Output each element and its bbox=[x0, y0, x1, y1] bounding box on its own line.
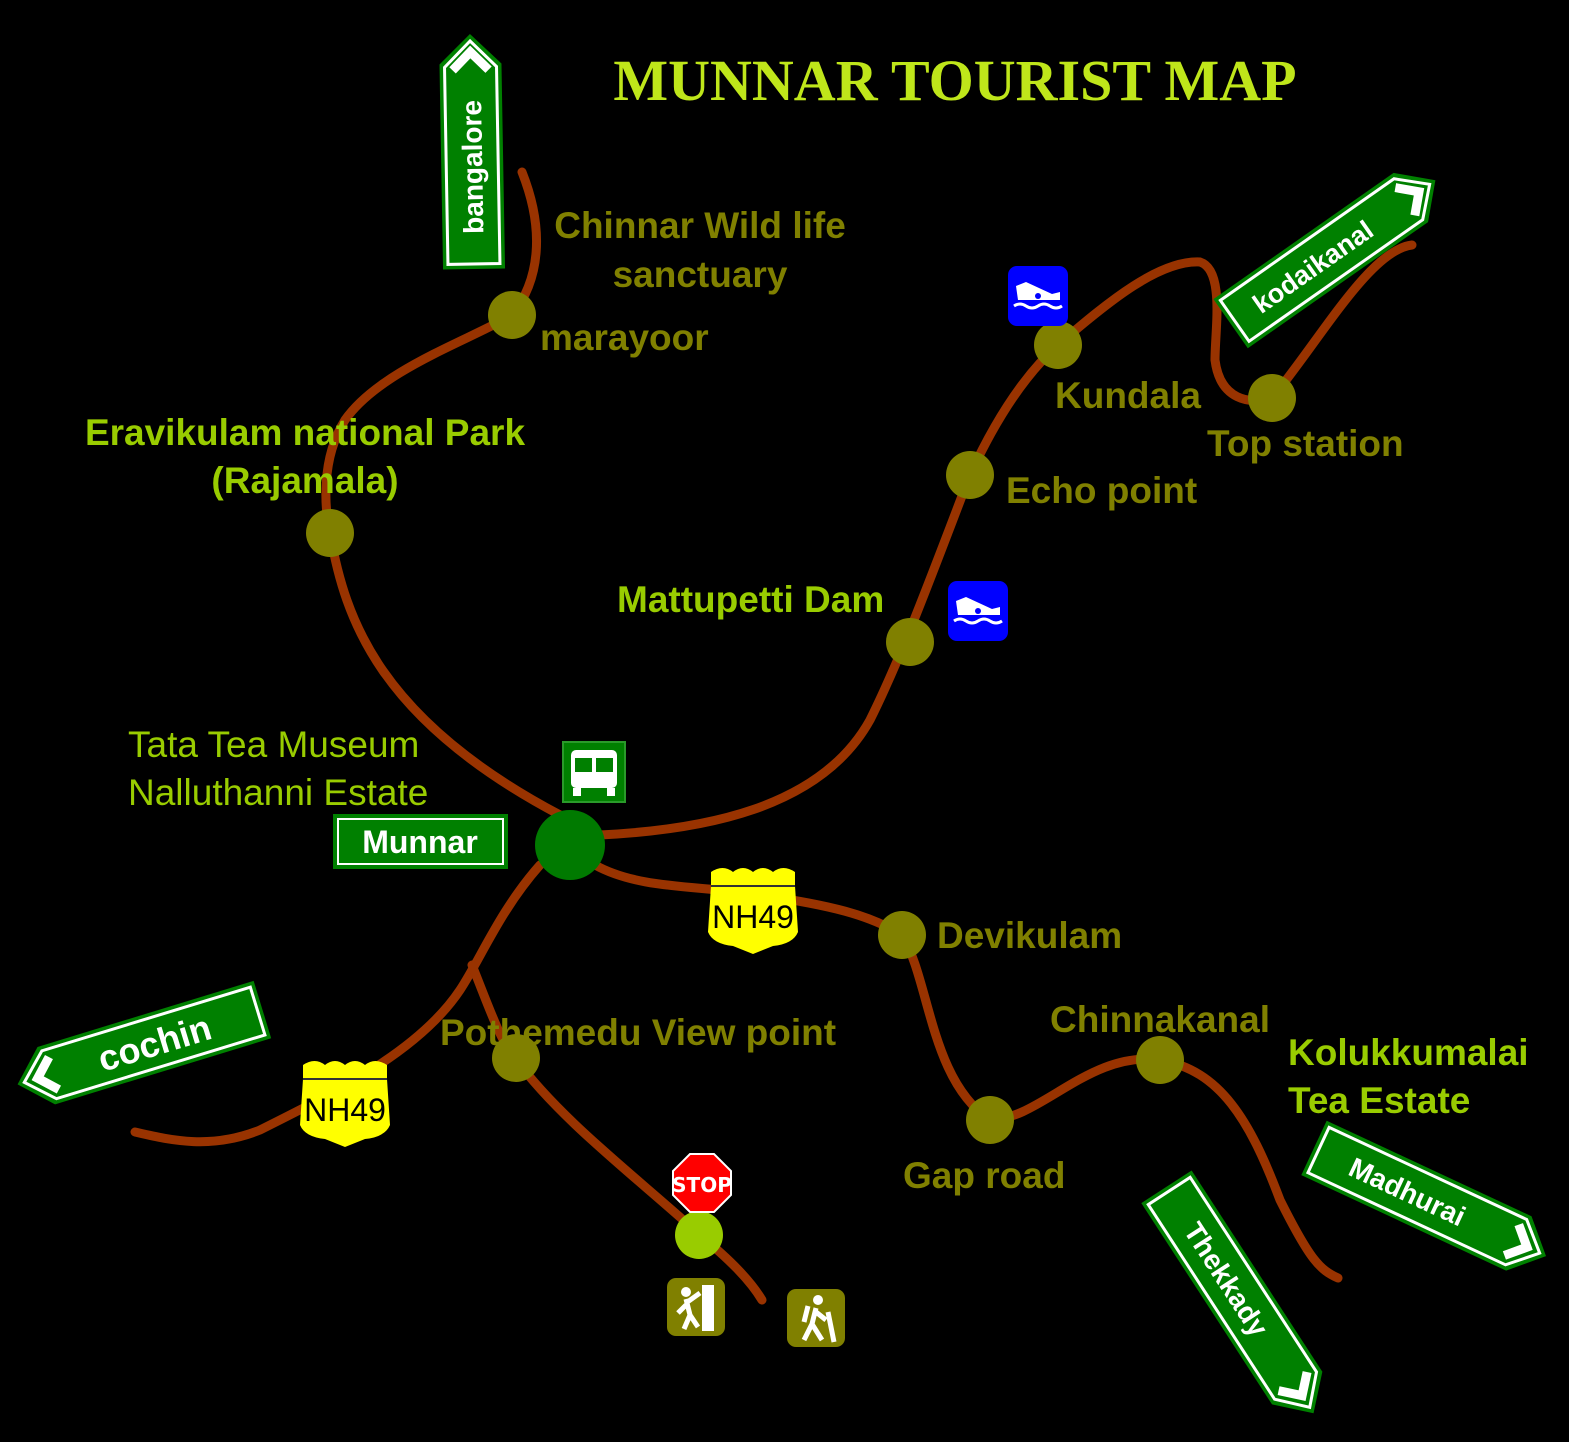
sign-thekkady[interactable]: Thekkady bbox=[1141, 1170, 1338, 1429]
svg-text:Munnar: Munnar bbox=[362, 824, 478, 860]
sign-kodaikanal[interactable]: kodaikanal bbox=[1213, 156, 1452, 349]
marker-kundala[interactable] bbox=[1034, 321, 1082, 369]
marker-stop-point[interactable] bbox=[675, 1211, 723, 1259]
label-nalluthanni: Nalluthanni Estate bbox=[128, 772, 428, 813]
label-devikulam: Devikulam bbox=[937, 915, 1122, 956]
stop-sign-icon: STOP bbox=[672, 1153, 732, 1213]
chevron-left-icon bbox=[31, 1054, 62, 1094]
nh49-shield: NH49 bbox=[299, 1060, 391, 1148]
marker-gap-road[interactable] bbox=[966, 1096, 1014, 1144]
label-eravikulam-2: (Rajamala) bbox=[211, 460, 398, 501]
svg-text:STOP: STOP bbox=[672, 1173, 732, 1197]
label-chinnar: Chinnar Wild life bbox=[554, 205, 846, 246]
boat-icon bbox=[1006, 264, 1070, 328]
map-title: MUNNAR TOURIST MAP bbox=[613, 48, 1296, 113]
label-eravikulam: Eravikulam national Park bbox=[85, 412, 526, 453]
road-munnar-top-station bbox=[595, 240, 1417, 840]
label-top-station: Top station bbox=[1207, 423, 1404, 464]
marker-devikulam[interactable] bbox=[878, 911, 926, 959]
marker-pothemedu[interactable] bbox=[492, 1034, 540, 1082]
hiking-icon bbox=[787, 1289, 845, 1347]
label-chinnar-2: sanctuary bbox=[613, 254, 788, 295]
label-pothemedu: Pothemedu View point bbox=[440, 1012, 836, 1053]
label-kolukkumalai-2: Tea Estate bbox=[1288, 1080, 1470, 1121]
boat-icon bbox=[946, 579, 1010, 643]
svg-text:NH49: NH49 bbox=[712, 899, 794, 935]
marker-top-station[interactable] bbox=[1248, 374, 1296, 422]
sign-madhurai[interactable]: Madhurai bbox=[1301, 1120, 1558, 1284]
marker-munnar-hub[interactable] bbox=[535, 810, 605, 880]
marker-eravikulam[interactable] bbox=[306, 509, 354, 557]
label-marayoor: marayoor bbox=[540, 317, 709, 358]
road-pothemedu bbox=[467, 960, 767, 1305]
road-bangalore-munnar bbox=[321, 167, 565, 820]
sign-bangalore[interactable]: bangalore bbox=[439, 33, 506, 270]
chevron-down-icon bbox=[1277, 1371, 1312, 1401]
chevron-right-icon bbox=[1394, 183, 1425, 217]
label-tata-tea-museum: Tata Tea Museum bbox=[128, 724, 419, 765]
chevron-right-icon bbox=[1502, 1223, 1533, 1260]
bus-icon bbox=[562, 741, 626, 803]
label-echo-point: Echo point bbox=[1006, 470, 1197, 511]
place-markers bbox=[306, 291, 1296, 1144]
marker-chinnakanal[interactable] bbox=[1136, 1036, 1184, 1084]
munnar-town-sign: Munnar bbox=[333, 814, 508, 869]
marker-echo-point[interactable] bbox=[946, 451, 994, 499]
marker-marayoor[interactable] bbox=[488, 291, 536, 339]
label-kundala: Kundala bbox=[1055, 375, 1201, 416]
svg-text:bangalore: bangalore bbox=[456, 100, 489, 234]
rock-climbing-icon bbox=[667, 1278, 725, 1336]
label-kolukkumalai: Kolukkumalai bbox=[1288, 1032, 1529, 1073]
sign-cochin[interactable]: cochin bbox=[9, 980, 272, 1113]
nh49-shield: NH49 bbox=[707, 867, 799, 955]
marker-mattupetti[interactable] bbox=[886, 618, 934, 666]
label-mattupetti: Mattupetti Dam bbox=[617, 579, 884, 620]
label-gap-road: Gap road bbox=[903, 1155, 1065, 1196]
chevron-up-icon bbox=[449, 45, 492, 74]
label-chinnakanal: Chinnakanal bbox=[1050, 999, 1270, 1040]
svg-text:NH49: NH49 bbox=[304, 1092, 386, 1128]
